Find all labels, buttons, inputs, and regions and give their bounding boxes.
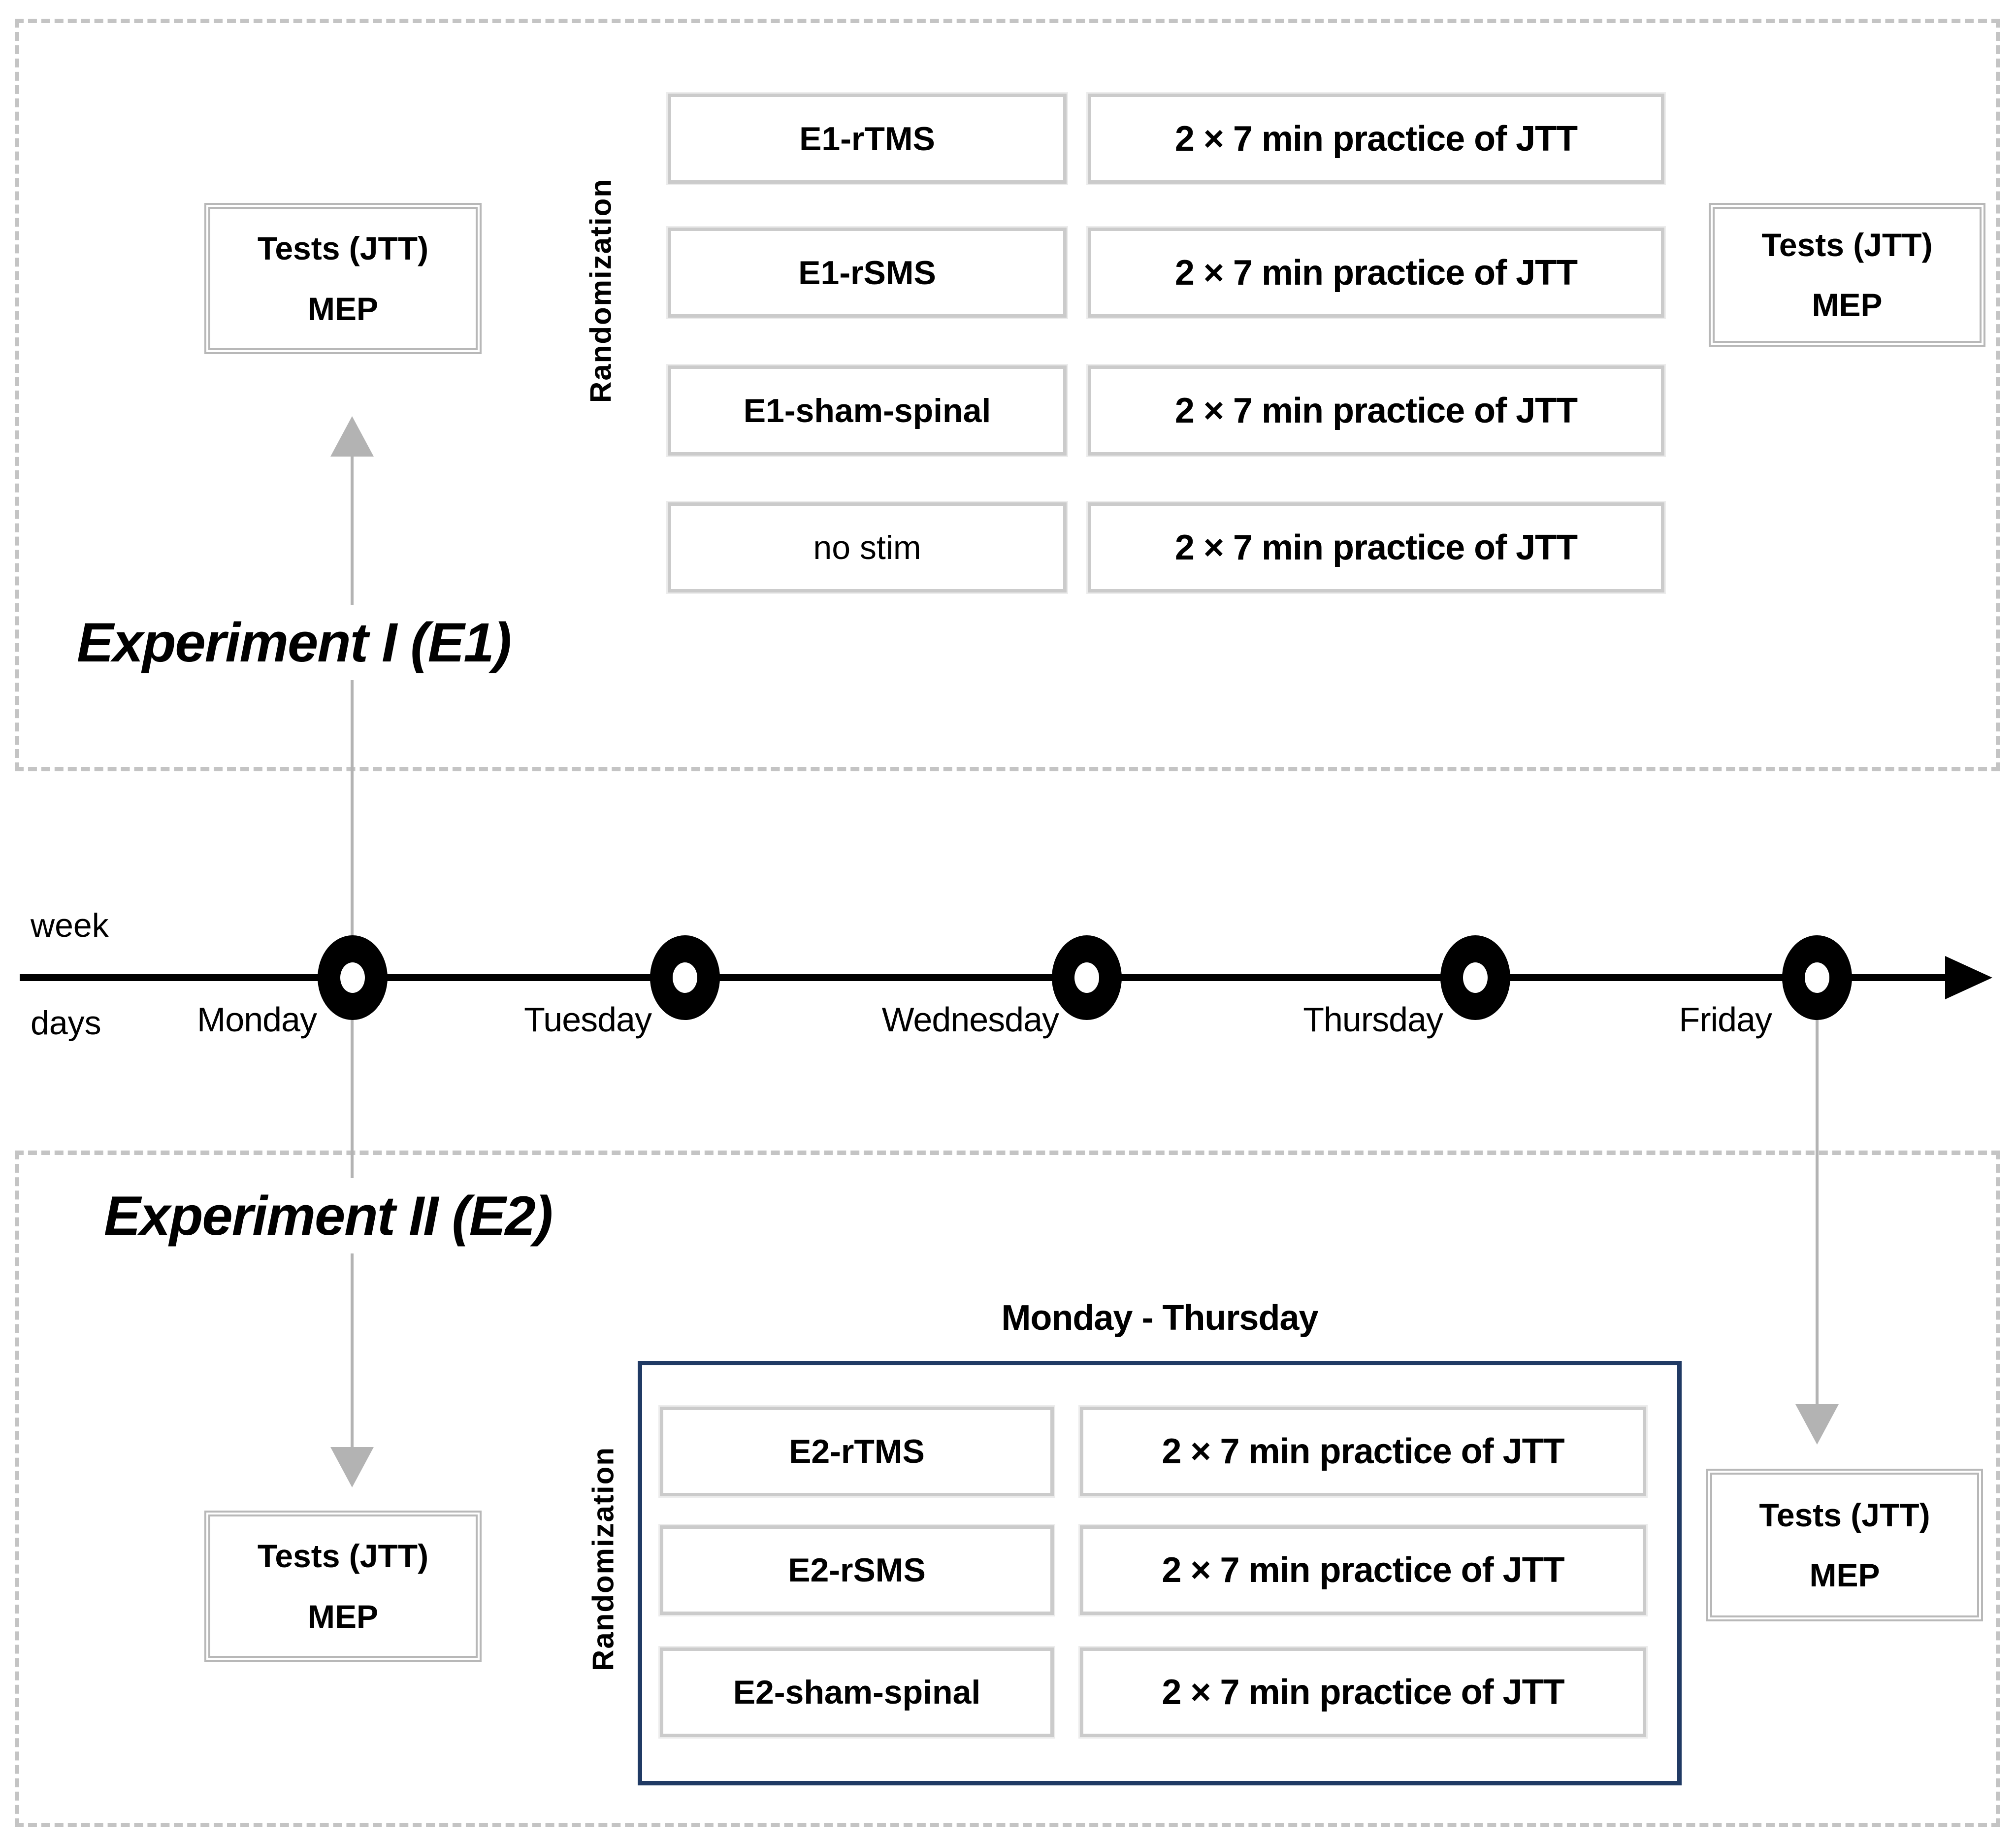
timeline-axis (20, 974, 1952, 981)
days-axis-label: days (31, 1004, 101, 1042)
e1-practice-box-1: 2 × 7 min practice of JTT (1088, 94, 1664, 184)
experiment1-title: Experiment I (E1) (59, 605, 528, 680)
e1-tests-pre-line2: MEP (307, 290, 379, 327)
timeline-marker-wednesday (1052, 935, 1122, 1020)
day-label-wednesday: Wednesday (881, 1000, 1059, 1039)
e2-condition-box-rtms: E2-rTMS (660, 1407, 1054, 1496)
e2-tests-pre-box: Tests (JTT) MEP (204, 1511, 482, 1662)
e2-condition-box-sham-spinal: E2-sham-spinal (660, 1647, 1054, 1737)
e2-condition-box-rsms: E2-rSMS (660, 1525, 1054, 1615)
e1-tests-post-box: Tests (JTT) MEP (1709, 203, 1985, 347)
timeline-marker-monday (318, 935, 388, 1020)
timeline-marker-tuesday (650, 935, 720, 1020)
experiment2-title: Experiment II (E2) (86, 1178, 570, 1253)
e1-condition-box-rtms: E1-rTMS (668, 94, 1067, 184)
timeline-arrowhead-icon (1945, 956, 1992, 999)
e1-practice-box-3: 2 × 7 min practice of JTT (1088, 365, 1664, 456)
e1-tests-pre-line1: Tests (JTT) (257, 230, 429, 267)
day-label-monday: Monday (196, 1000, 317, 1039)
e2-randomization-container (638, 1361, 1682, 1785)
e1-condition-box-sham-spinal: E1-sham-spinal (668, 365, 1067, 456)
e1-practice-box-4: 2 × 7 min practice of JTT (1088, 502, 1664, 593)
e2-tests-pre-line2: MEP (307, 1598, 379, 1635)
e1-tests-pre-box: Tests (JTT) MEP (204, 203, 482, 354)
e2-tests-pre-line1: Tests (JTT) (257, 1538, 429, 1575)
e1-practice-box-2: 2 × 7 min practice of JTT (1088, 228, 1664, 318)
e1-condition-box-no-stim: no stim (668, 502, 1067, 593)
e2-tests-post-box: Tests (JTT) MEP (1706, 1469, 1983, 1621)
timeline-marker-thursday (1440, 935, 1510, 1020)
e1-randomization-label: Randomization (584, 178, 618, 403)
arrow-up-icon (330, 416, 374, 457)
experiment1-container (15, 19, 2000, 771)
arrow-down-icon (330, 1447, 374, 1487)
experiment2-container (15, 1151, 2000, 1827)
timeline-marker-friday (1782, 935, 1852, 1020)
day-label-friday: Friday (1679, 1000, 1772, 1039)
e2-randomization-label: Randomization (586, 1447, 620, 1671)
e1-condition-box-rsms: E1-rSMS (668, 228, 1067, 318)
e2-tests-post-line2: MEP (1809, 1557, 1880, 1593)
day-label-tuesday: Tuesday (524, 1000, 652, 1039)
week-axis-label: week (31, 907, 109, 944)
right-connector-line (1816, 1012, 1819, 1406)
arrow-down-icon (1795, 1404, 1839, 1445)
e2-practice-box-2: 2 × 7 min practice of JTT (1080, 1525, 1646, 1615)
e2-practice-box-1: 2 × 7 min practice of JTT (1080, 1407, 1646, 1496)
e2-tests-post-line1: Tests (JTT) (1759, 1496, 1930, 1533)
e2-period-label: Monday - Thursday (1001, 1298, 1318, 1338)
e1-tests-post-line1: Tests (JTT) (1761, 226, 1933, 263)
day-label-thursday: Thursday (1303, 1000, 1443, 1039)
e2-practice-box-3: 2 × 7 min practice of JTT (1080, 1647, 1646, 1737)
e1-tests-post-line2: MEP (1812, 287, 1883, 323)
